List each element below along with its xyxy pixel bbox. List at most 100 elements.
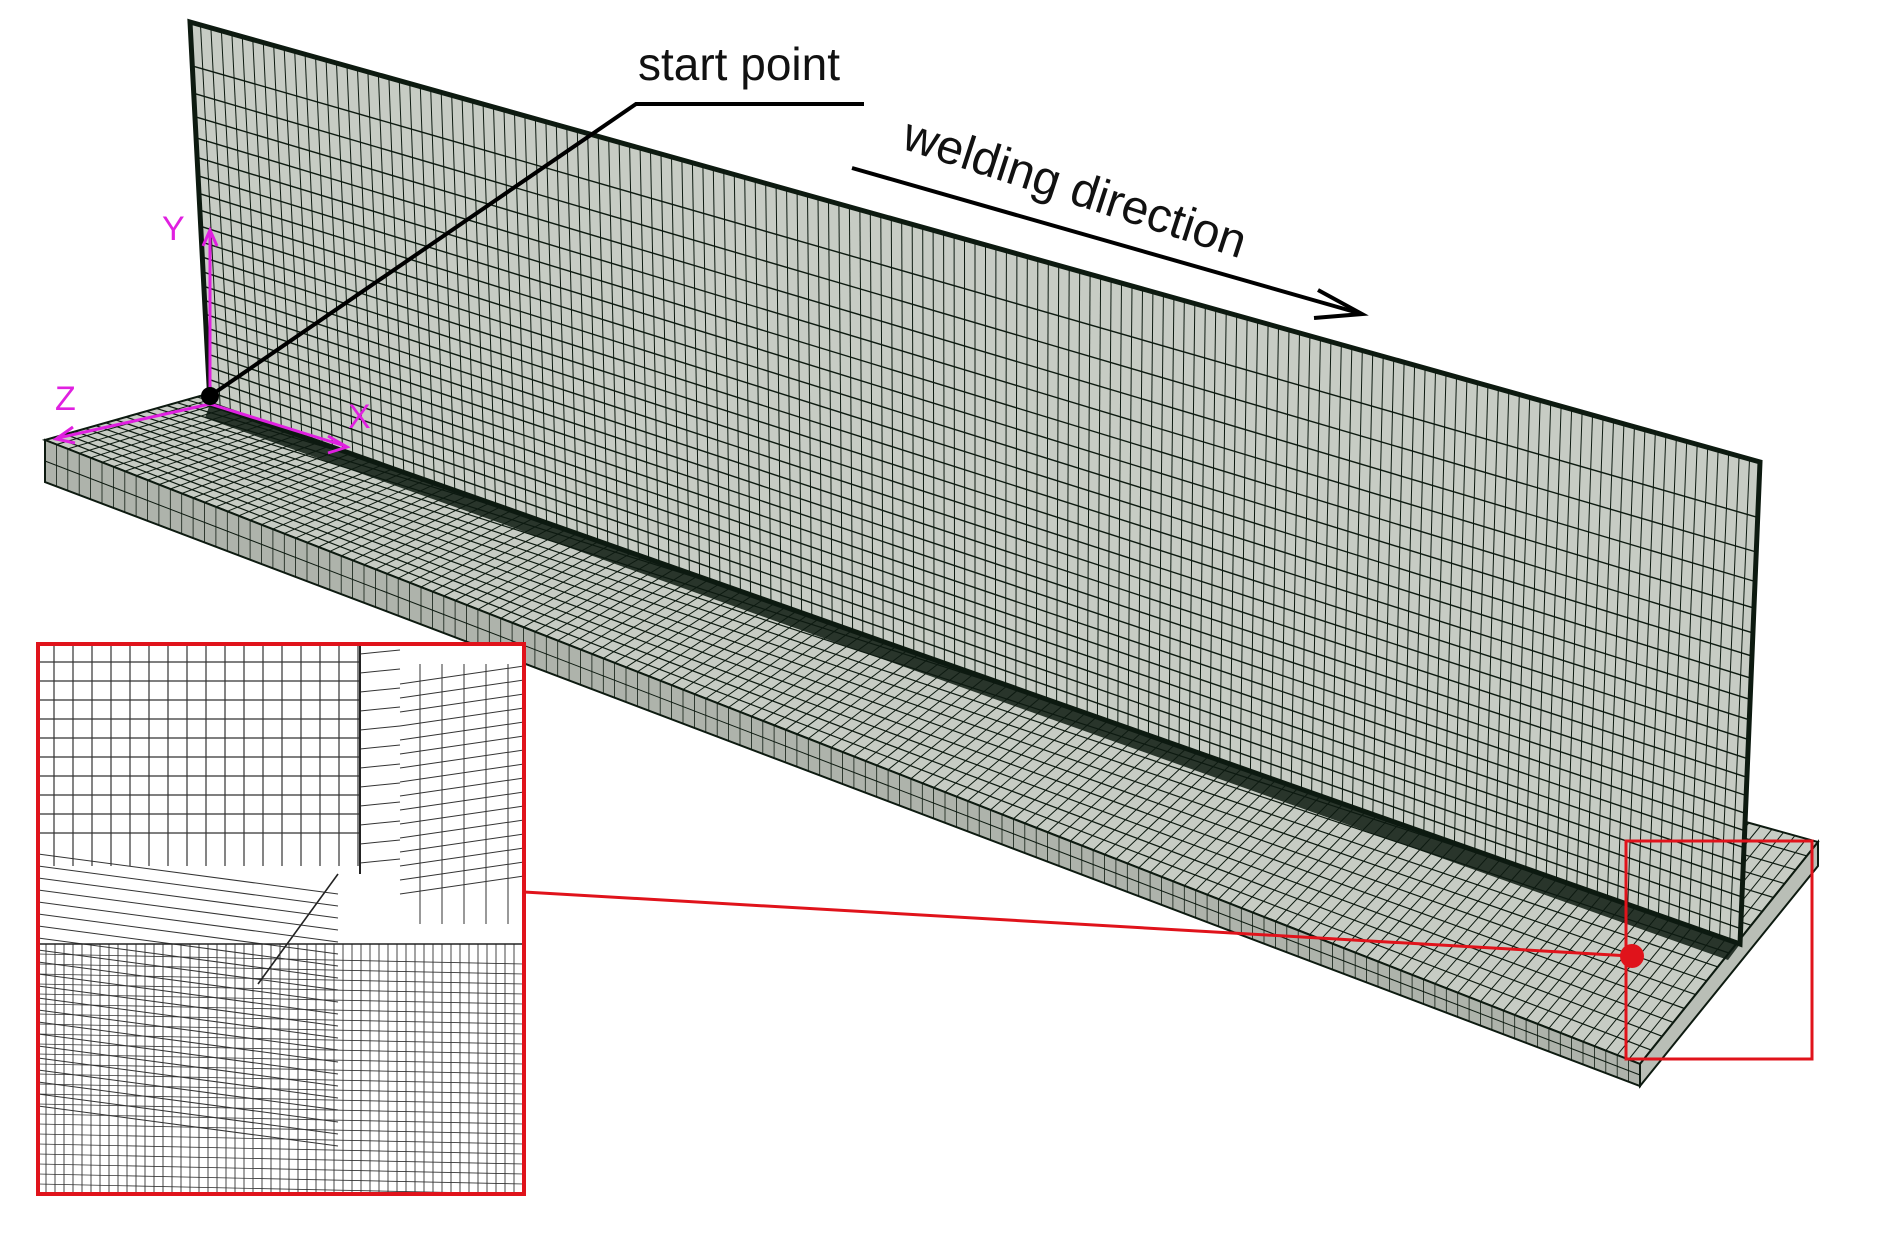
web-mesh-horizontal-line [203,285,1747,797]
web-mesh-vertical-line [1688,447,1709,927]
y-axis-label: Y [162,210,185,248]
detail-plate-front-horizontal-line [38,1033,524,1045]
y-axis-arrow [201,226,219,247]
plate-mesh-longitudinal-line [65,433,1663,1037]
detail-plate-front-horizontal-line [38,1133,524,1145]
welding-direction-arrow [851,166,1363,316]
detail-inset-mesh [38,644,524,1194]
detail-plate-right-line [399,707,524,727]
detail-web-end-line [359,744,401,750]
detail-plate-front-horizontal-line [38,1093,524,1105]
start-point-leader-line [208,102,864,398]
detail-plate-right-line [399,693,524,713]
detail-plate-front-horizontal-line [38,1103,524,1115]
detail-plate-front-horizontal-line [38,1143,524,1155]
web-mesh-horizontal-line [205,327,1745,849]
highlight-connector-line [523,890,1631,958]
welding-direction-arrowhead [1313,288,1369,320]
web-mesh-horizontal-line [197,175,1753,657]
detail-plate-front-horizontal-line [38,1153,524,1165]
web-mesh-horizontal-line [204,299,1746,814]
plate-mesh-longitudinal-line [85,427,1685,1010]
detail-plate-top-line [38,973,339,1015]
detail-plate-top-line [38,913,339,955]
web-plate-mesh [192,24,1758,941]
detail-plate-top-line [38,853,339,895]
start-point-label: start point [638,38,840,90]
detail-web-end-line [359,687,401,693]
detail-plate-front-horizontal-line [38,973,524,985]
detail-plate-right-line [399,861,524,881]
base-plate-end-face [1639,839,1819,1089]
detail-plate-top-line [38,901,339,943]
detail-inset [36,642,526,1196]
x-axis-label: X [348,398,371,436]
detail-plate-top-line [38,1069,339,1111]
detail-web-end-line [359,839,401,845]
detail-inset-frame [36,642,526,1196]
coordinate-axes: Y X Z [52,210,371,455]
web-mesh-vertical-line [953,236,956,667]
detail-plate-right-line [399,763,524,783]
web-mesh-horizontal-line [195,137,1755,609]
detail-plate-right-line [399,679,524,699]
detail-plate-top-line [38,1033,339,1075]
web-mesh-vertical-line [1719,456,1740,937]
detail-plate-top-line [38,889,339,931]
detail-plate-right-line [399,833,524,853]
detail-web-end-line [359,706,401,712]
web-mesh-horizontal-line [201,241,1749,741]
web-mesh-horizontal-line [209,391,1741,930]
detail-plate-front-horizontal-line [38,963,524,975]
web-mesh-vertical-line [1657,438,1677,916]
detail-plate-right-line [399,819,524,839]
x-axis-arrow [327,434,351,455]
x-axis-line [209,402,346,448]
detail-highlight [523,839,1814,1061]
plate-mesh-longitudinal-line [95,425,1696,996]
detail-plate-right-line [399,805,524,825]
detail-web-end-line [359,801,401,807]
detail-plate-front-horizontal-line [38,1023,524,1035]
web-plate [187,18,1763,960]
detail-plate-top-line [38,865,339,907]
start-point-marker [201,387,219,405]
detail-plate-front-horizontal-line [38,1003,524,1015]
detail-plate-right-line [399,777,524,797]
detail-plate-right-line [399,847,524,867]
plate-mesh-longitudinal-line [105,422,1707,982]
detail-plate-front-horizontal-line [38,1113,524,1125]
detail-fillet-edge-line [257,873,339,985]
web-mesh-horizontal-line [196,156,1754,634]
detail-plate-front-horizontal-line [38,1083,524,1095]
web-mesh-vertical-line [994,247,997,682]
detail-plate-front-horizontal-line [38,1053,524,1065]
detail-plate-front-horizontal-line [38,1173,524,1185]
detail-plate-right-line [399,749,524,769]
detail-plate-top-line [38,877,339,919]
web-mesh-horizontal-line [202,271,1748,778]
web-mesh-horizontal-line [194,116,1756,583]
detail-plate-top-line [38,1021,339,1063]
detail-plate-front-horizontal-line [38,983,524,995]
web-mesh-horizontal-line [208,378,1742,914]
web-mesh-horizontal-line [202,256,1748,760]
detail-plate-right-line [399,721,524,741]
detail-plate-front-horizontal-line [38,1013,524,1025]
web-mesh-horizontal-line [198,192,1752,679]
detail-plate-front-horizontal-line [38,1073,524,1085]
plate-front-mesh-line [44,460,1641,1076]
detail-plate-top-line [38,1009,339,1051]
detail-plate-front-horizontal-line [38,1063,524,1075]
detail-plate-front-horizontal-line [38,1043,524,1055]
detail-web-end-line [359,820,401,826]
detail-plate-front-horizontal-line [38,1163,524,1175]
web-mesh-horizontal-line [207,353,1743,882]
plate-mesh-longitudinal-line [115,419,1719,968]
base-plate-front-mesh [44,444,1641,1082]
web-mesh-horizontal-line [192,65,1758,519]
detail-plate-right-line [399,665,524,685]
detail-plate-right-line [399,875,524,895]
plate-mesh-longitudinal-line [54,436,1652,1051]
